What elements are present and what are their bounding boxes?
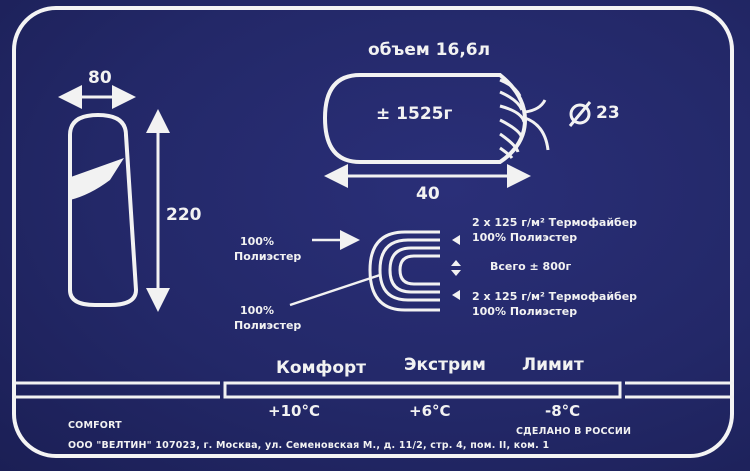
diameter-icon: [568, 101, 592, 127]
label-border: [12, 6, 734, 458]
packed-bag-icon: [322, 73, 550, 164]
limit-value: -8°C: [545, 402, 581, 420]
outer-bottom-arrow: [289, 273, 381, 307]
outer-bottom-material: Полиэстер: [234, 319, 302, 332]
made-in-russia: СДЕЛАНО В РОССИИ: [516, 426, 632, 437]
packed-length-value: 40: [416, 184, 440, 204]
fill-bottom-pointer: [452, 290, 460, 300]
extreme-label: Экстрим: [404, 355, 486, 375]
packed-volume: объем 16,6л: [368, 40, 491, 60]
packed-weight: ± 1525г: [376, 104, 453, 124]
manufacturer-address: ООО "ВЕЛТИН" 107023, г. Москва, ул. Семе…: [68, 440, 550, 451]
comfort-label: Комфорт: [276, 358, 367, 378]
outer-bottom-percent: 100%: [240, 304, 274, 317]
fill-bottom-line2: 100% Полиэстер: [472, 305, 578, 318]
extreme-value: +6°C: [409, 402, 451, 420]
outer-top-material: Полиэстер: [234, 250, 302, 263]
outer-top-percent: 100%: [240, 235, 274, 248]
layers-cross-section-icon: [368, 230, 440, 312]
fill-top-pointer: [452, 235, 460, 245]
fill-bottom-line1: 2 x 125 г/м² Термофайбер: [472, 290, 638, 303]
limit-label: Лимит: [522, 355, 584, 375]
temperature-scale: [14, 381, 734, 399]
bag-length-value: 220: [166, 205, 202, 225]
fill-top-line1: 2 x 125 г/м² Термофайбер: [472, 216, 638, 229]
packed-diameter: 23: [596, 103, 620, 123]
sleeping-bag-icon: [68, 112, 139, 307]
total-updown-icon: [451, 260, 461, 276]
model-name: COMFORT: [68, 420, 122, 431]
total-weight: Всего ± 800г: [490, 260, 572, 273]
comfort-value: +10°C: [268, 402, 320, 420]
fill-top-line2: 100% Полиэстер: [472, 231, 578, 244]
bag-width-value: 80: [88, 68, 112, 88]
